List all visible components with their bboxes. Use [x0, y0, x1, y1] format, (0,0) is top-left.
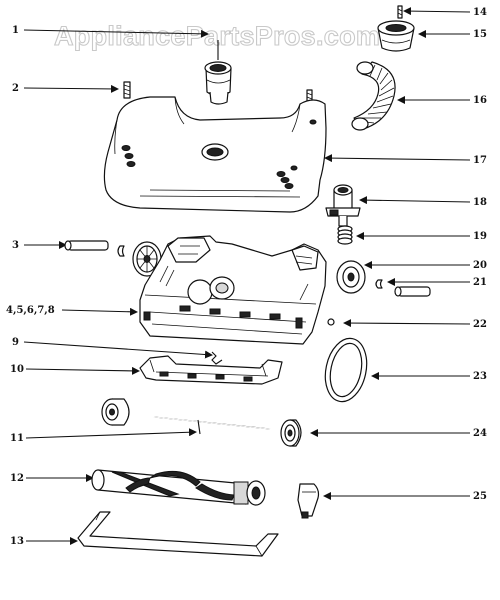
label-22-group: 22	[343, 319, 487, 330]
part-label-20: 20	[473, 260, 487, 271]
part-label-15: 15	[473, 29, 487, 40]
label-3-group: 3	[12, 240, 67, 251]
label-20-group: 20	[364, 260, 487, 271]
part-label-18: 18	[473, 197, 487, 208]
part-label-9: 9	[12, 337, 19, 348]
part-label-16: 16	[473, 95, 487, 106]
part-label-22: 22	[473, 319, 487, 330]
label-13-group: 13	[10, 536, 78, 547]
label-17-group: 17	[324, 154, 487, 166]
part-24-bearing	[280, 419, 302, 447]
part-label-1: 1	[12, 25, 19, 36]
leader-9	[23, 341, 213, 359]
part-1-swivel-connector	[204, 40, 232, 105]
part-11-shaft	[153, 416, 271, 435]
part-20-wheel	[336, 260, 366, 294]
part-17-top-cover	[103, 96, 327, 213]
part-label-3: 3	[12, 240, 19, 251]
leader-22	[343, 319, 471, 328]
part-label-19: 19	[473, 231, 487, 242]
part-13-bumper	[77, 511, 279, 557]
leader-4-8	[61, 307, 138, 316]
label-1-group: 1	[12, 25, 209, 38]
label-23-group: 23	[371, 371, 487, 382]
label-21-group: 21	[387, 277, 487, 288]
part-label-24: 24	[473, 428, 487, 439]
part-10-bottom-plate	[139, 355, 283, 385]
leader-14	[403, 7, 471, 16]
label-9-group: 9	[12, 337, 213, 359]
part-22-washer	[327, 318, 335, 326]
part-12-brush-roll	[91, 469, 266, 506]
part-label-10: 10	[10, 364, 24, 375]
part-label-4-8: 4,5,6,7,8	[6, 305, 55, 316]
label-4-8-group: 4,5,6,7,8	[6, 305, 138, 316]
label-19-group: 19	[356, 231, 487, 242]
part-label-23: 23	[473, 371, 487, 382]
label-16-group: 16	[397, 95, 487, 106]
part-label-12: 12	[10, 473, 24, 484]
part-9-spring-clip	[211, 351, 223, 365]
part-19-spring	[337, 225, 353, 245]
part-2-screw	[123, 81, 131, 99]
part-16-hose	[351, 61, 396, 131]
label-25-group: 25	[323, 491, 487, 502]
leader-11	[25, 428, 197, 439]
part-3-axle	[64, 240, 162, 277]
label-11-group: 11	[10, 428, 197, 444]
part-18-motor-bracket	[325, 184, 361, 227]
part-label-25: 25	[473, 491, 487, 502]
part-label-14: 14	[473, 7, 487, 18]
part-label-13: 13	[10, 536, 24, 547]
leader-10	[25, 366, 140, 375]
part-label-2: 2	[12, 83, 19, 94]
leader-1	[23, 29, 209, 38]
label-24-group: 24	[310, 428, 487, 439]
label-10-group: 10	[10, 364, 140, 375]
label-18-group: 18	[359, 196, 487, 208]
part-21-clip-axle	[375, 279, 431, 297]
leader-18	[359, 196, 471, 205]
label-12-group: 12	[10, 473, 94, 484]
label-15-group: 15	[418, 29, 487, 40]
leader-2	[23, 84, 119, 93]
part-label-17: 17	[473, 155, 487, 166]
part-label-21: 21	[473, 277, 487, 288]
part-25-latch	[297, 483, 320, 519]
label-14-group: 14	[403, 7, 487, 18]
leader-17	[324, 154, 471, 163]
part-15-hose-cuff	[377, 20, 415, 52]
part-14-screw	[397, 5, 403, 19]
part-label-11: 11	[10, 433, 24, 444]
part-4-8-base-housing	[139, 235, 327, 345]
watermark: AppliancePartsPros.com	[54, 21, 380, 51]
part-23-belt	[324, 337, 368, 403]
label-2-group: 2	[12, 83, 119, 94]
part-left-bearing	[101, 398, 130, 426]
